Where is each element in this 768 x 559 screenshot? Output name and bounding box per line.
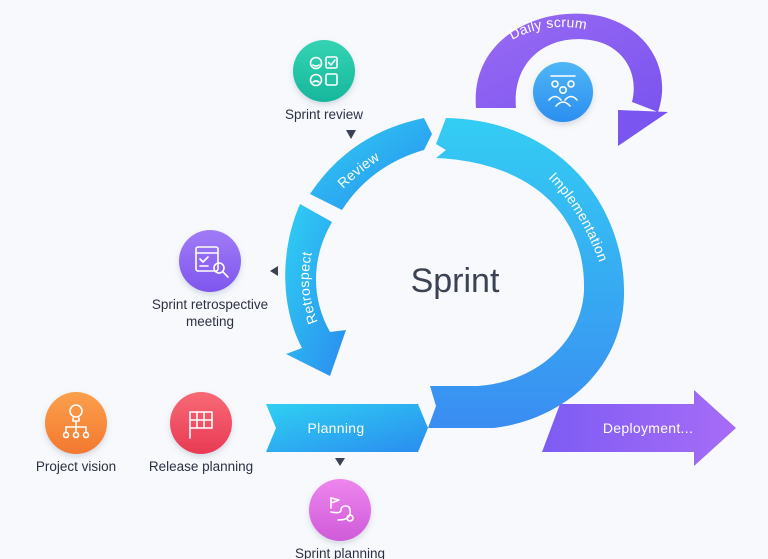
feedback-checklist-icon: [309, 56, 338, 87]
project-vision-label: Project vision: [36, 459, 116, 474]
sprint-center-title: Sprint: [411, 262, 500, 300]
sprint-review-circle: [293, 40, 355, 102]
release-planning-label: Release planning: [149, 459, 253, 474]
lightbulb-hierarchy-icon: [62, 404, 90, 439]
sprint-retrospective-label-line1: Sprint retrospective: [152, 297, 268, 312]
sprint-planning-node: Sprint planning: [295, 479, 385, 559]
route-map-icon: [330, 497, 354, 522]
project-vision-node: Project vision: [36, 392, 116, 474]
review-pointer: [346, 130, 356, 139]
planning-band: Planning: [266, 404, 428, 452]
planning-pointer: [335, 458, 345, 466]
daily-scrum-node: [533, 62, 593, 122]
sprint-planning-label: Sprint planning: [295, 546, 385, 559]
deployment-arrow: Deployment...: [542, 390, 736, 466]
release-planning-node: Release planning: [149, 392, 253, 474]
search-document-icon: [195, 246, 229, 278]
planning-label: Planning: [308, 420, 365, 436]
sprint-planning-circle: [309, 479, 371, 541]
release-planning-circle: [170, 392, 232, 454]
sprint-retrospective-circle: [179, 230, 241, 292]
sprint-retrospective-node: Sprint retrospective meeting: [152, 230, 268, 329]
team-icon: [548, 75, 578, 107]
deployment-label: Deployment...: [603, 420, 693, 436]
sprint-retrospective-label-line2: meeting: [186, 314, 234, 329]
sprint-review-label: Sprint review: [285, 107, 363, 122]
checkered-flag-icon: [189, 411, 213, 439]
review-band: Review: [310, 118, 432, 210]
sprint-review-node: Sprint review: [285, 40, 363, 122]
retrospect-band: Retrospect: [285, 204, 346, 376]
retrospect-pointer: [270, 266, 278, 276]
